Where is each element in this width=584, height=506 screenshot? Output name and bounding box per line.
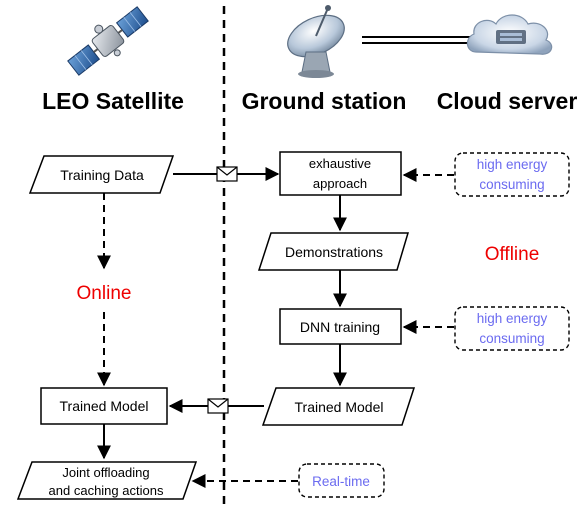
satellite-icon [67,6,149,76]
header-ground-station: Ground station [242,88,407,114]
joint-actions-node [16,461,198,500]
dnn-training-label: DNN training [300,319,380,335]
envelope-icon [207,398,229,414]
offline-label: Offline [485,244,540,265]
energy-note-1-line2: consuming [479,177,544,192]
realtime-note [298,463,385,498]
trained-model-ground-node [261,387,416,426]
training-data-node [28,155,175,194]
envelope-icon [216,166,238,182]
trained-model-satellite-node [40,387,168,425]
energy-note-1-line1: high energy [477,157,548,172]
dnn-training-node [279,308,402,345]
online-label: Online [77,283,132,304]
cloud-server-icon [466,14,553,55]
header-cloud-server: Cloud server [437,88,578,114]
joint-actions-label-line2: and caching actions [49,483,164,498]
trained-model-ground-label: Trained Model [295,399,384,415]
exhaustive-approach-label-line2: approach [313,176,367,191]
demonstrations-node [257,232,410,271]
energy-note-2-line2: consuming [479,331,544,346]
exhaustive-approach-label-line1: exhaustive [309,156,371,171]
trained-model-satellite-label: Trained Model [60,398,149,414]
exhaustive-approach-node [279,151,402,196]
demonstrations-label: Demonstrations [285,244,383,260]
energy-note-1 [454,152,570,197]
header-satellite: LEO Satellite [42,88,184,114]
realtime-label: Real-time [312,474,370,489]
energy-note-2 [454,306,570,351]
joint-actions-label-line1: Joint offloading [62,465,149,480]
training-data-label: Training Data [60,167,144,183]
dish-antenna-icon [287,5,345,78]
energy-note-2-line1: high energy [477,311,548,326]
